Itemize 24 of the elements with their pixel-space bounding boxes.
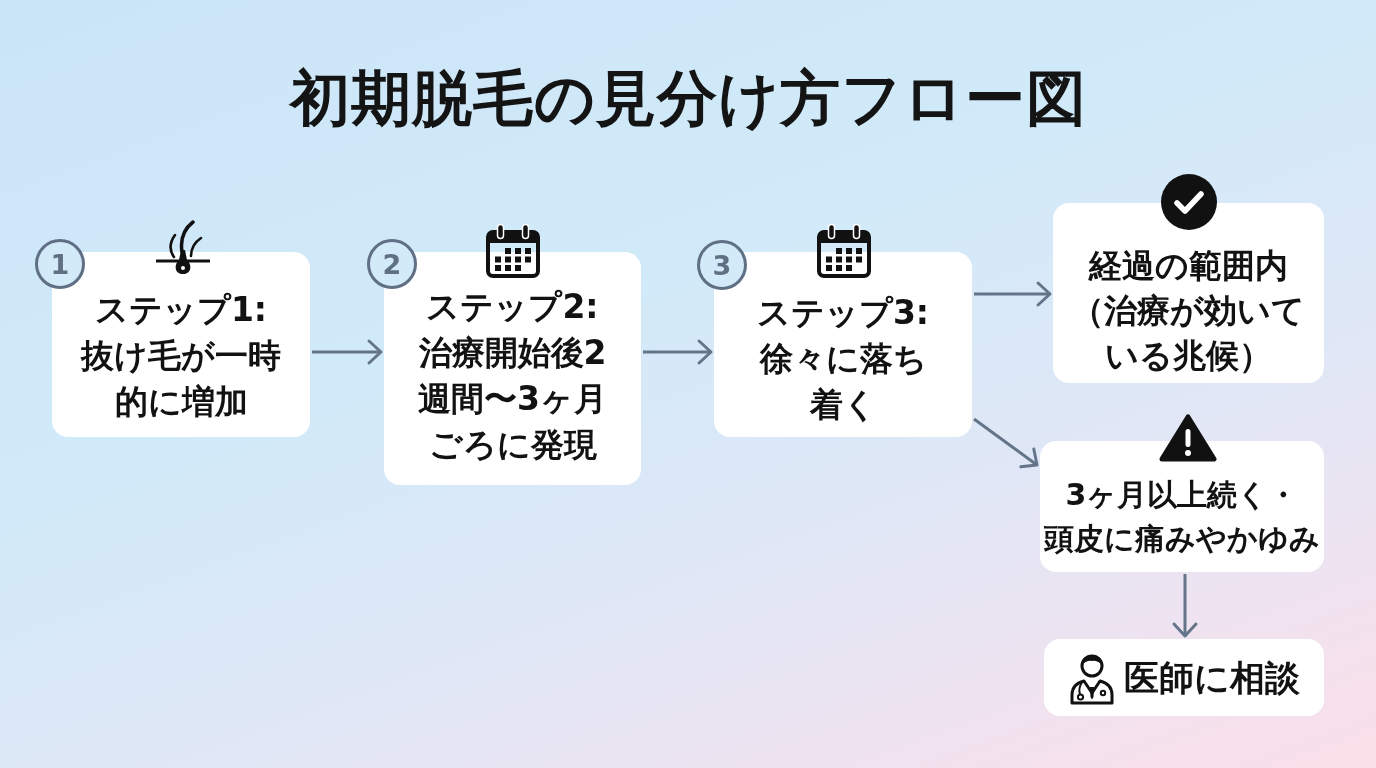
step-box — [714, 252, 972, 437]
arrow — [973, 417, 1039, 469]
step-text: 抜け毛が一時的に増加 — [79, 334, 282, 423]
step-text: 治療開始後2週間〜3ヶ月ごろに発現 — [417, 331, 608, 466]
result-box — [1053, 203, 1324, 383]
number-circle: 3 — [697, 240, 747, 290]
box-text: 3ヶ月以上続く・頭皮に痛みやかゆみ — [1043, 475, 1321, 558]
step-text: 徐々に落ち着く — [758, 337, 928, 426]
step-box — [52, 252, 310, 437]
arrow — [1172, 574, 1198, 638]
number-circle: 2 — [367, 239, 417, 289]
box-text: 医師に相談 — [1123, 656, 1300, 700]
warning-box — [1040, 441, 1324, 572]
box-text: 経過の範囲内（治療が効いている兆候） — [1071, 244, 1306, 377]
arrow — [643, 339, 713, 365]
step-box — [384, 252, 641, 485]
number-circle: 1 — [35, 239, 85, 289]
step-heading: ステップ3: — [756, 291, 930, 334]
action-box — [1044, 639, 1324, 716]
step-heading: ステップ1: — [94, 288, 268, 331]
step-heading: ステップ2: — [426, 285, 599, 328]
arrow — [974, 281, 1052, 307]
arrow — [312, 339, 383, 365]
title: 初期脱毛の見分け方フロー図 — [289, 63, 1087, 133]
